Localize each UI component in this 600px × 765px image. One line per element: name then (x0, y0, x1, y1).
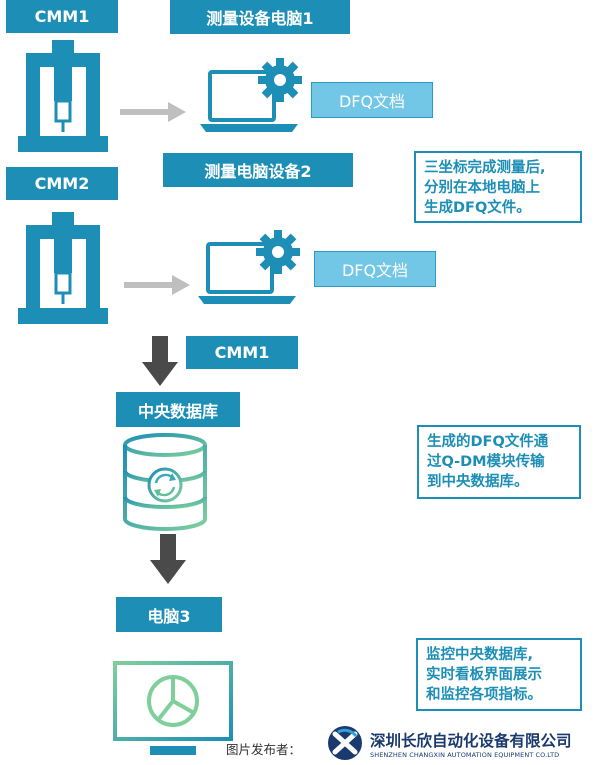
dfq-document-2: DFQ文档 (314, 251, 436, 287)
dfq-document-1: DFQ文档 (311, 82, 433, 118)
note-measurement: 三坐标完成测量后, 分别在本地电脑上 生成DFQ文件。 (414, 151, 582, 223)
down-arrow-icon (142, 336, 178, 386)
company-logo-icon (328, 726, 362, 760)
note-line: 分别在本地电脑上 (424, 180, 540, 196)
note-line: 生成的DFQ文件通 (427, 434, 549, 450)
note-line: 和监控各项指标。 (426, 687, 542, 703)
note-line: 三坐标完成测量后, (424, 160, 546, 176)
laptop-gear-icon (198, 230, 300, 304)
note-line: 监控中央数据库, (426, 647, 534, 663)
company-name-cn: 深圳长欣自动化设备有限公司 (370, 732, 572, 750)
note-monitor: 监控中央数据库, 实时看板界面展示 和监控各项指标。 (416, 638, 582, 711)
right-arrow-icon (120, 102, 186, 122)
note-line: 生成DFQ文件。 (424, 200, 531, 216)
publisher-text: 图片发布者： (226, 742, 302, 757)
note-transfer: 生成的DFQ文件通 过Q-DM模块传输 到中央数据库。 (417, 425, 581, 499)
cmm-machine-icon (18, 212, 108, 324)
device1-label: 测量设备电脑1 (170, 0, 350, 34)
note-line: 实时看板界面展示 (426, 667, 542, 683)
laptop-gear-icon (200, 58, 302, 132)
cmm2-label: CMM2 (6, 167, 118, 200)
cmm-machine-icon (18, 40, 108, 152)
down-arrow-icon (150, 534, 186, 584)
note-line: 过Q-DM模块传输 (427, 454, 545, 470)
computer3-label: 电脑3 (116, 597, 222, 632)
right-arrow-icon (124, 275, 190, 295)
database-sync-icon (123, 433, 207, 531)
cmm1-label-mid: CMM1 (186, 336, 298, 369)
cmm1-label: CMM1 (6, 0, 118, 33)
company-name-en: SHENZHEN CHANGXIN AUTOMATION EQUIPMENT C… (370, 751, 560, 759)
note-line: 到中央数据库。 (427, 474, 529, 490)
central-database-label: 中央数据库 (116, 392, 240, 427)
monitor-dashboard-icon (113, 661, 233, 755)
device2-label: 测量电脑设备2 (163, 153, 353, 187)
